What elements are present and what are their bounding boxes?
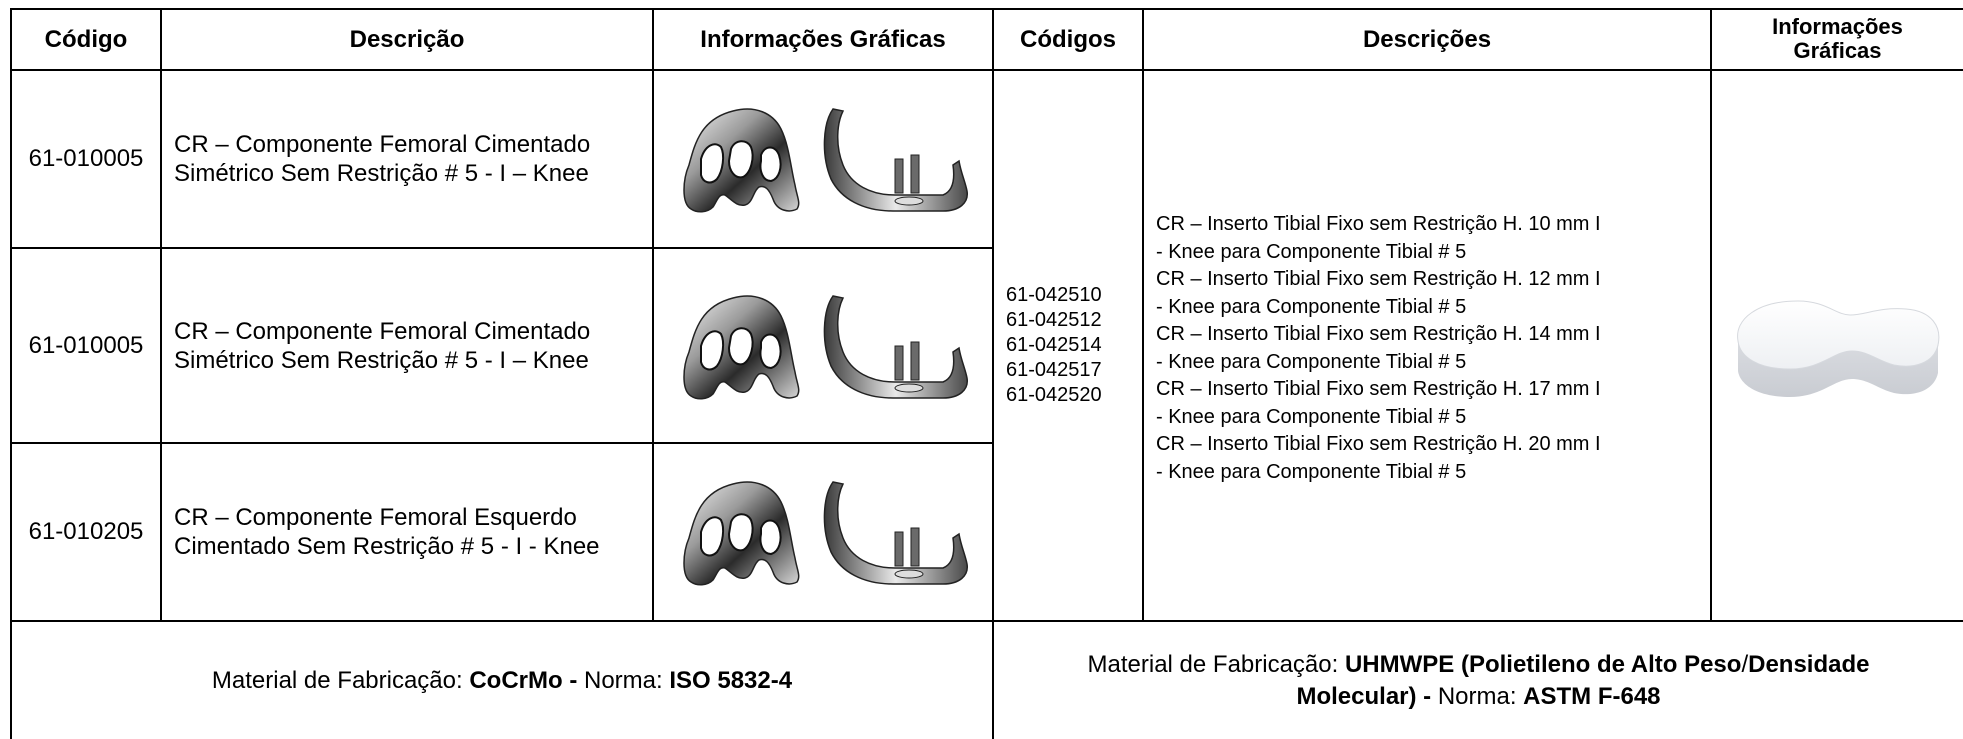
- row3-code-text: 61-010205: [28, 518, 144, 545]
- material-right-material-1: UHMWPE (Polietileno de Alto Peso: [1344, 650, 1742, 678]
- header-bottom-line: [10, 69, 1963, 71]
- front-view: [683, 294, 800, 399]
- row2-bottom-line: [10, 442, 993, 444]
- header-codigo-text: Código: [44, 25, 128, 53]
- material-right-prefix: Material de Fabricação:: [1087, 650, 1345, 678]
- col-line-5: [1710, 8, 1712, 621]
- insert-desc-line: - Knee para Componente Tibial # 5: [1156, 240, 1467, 263]
- material-left-norm-label: Norma:: [577, 666, 670, 694]
- femoral-component-image: [683, 108, 968, 213]
- col-line-1: [160, 8, 162, 621]
- row1-code: 61-010005: [12, 71, 160, 247]
- insert-code: 61-042520: [1006, 384, 1102, 406]
- col-line-2: [652, 8, 654, 621]
- material-left: Material de Fabricação: CoCrMo - Norma: …: [12, 622, 992, 739]
- insert-desc-line: - Knee para Componente Tibial # 5: [1156, 295, 1467, 318]
- row2-desc-line1: CR – Componente Femoral Cimentado: [174, 317, 591, 345]
- insert-desc-line: CR – Inserto Tibial Fixo sem Restrição H…: [1156, 433, 1601, 455]
- row2-code: 61-010005: [12, 249, 160, 442]
- col-line-3: [992, 8, 994, 739]
- insert-desc-line: - Knee para Componente Tibial # 5: [1156, 350, 1467, 373]
- front-view: [683, 481, 800, 586]
- femoral-component-image: [683, 481, 968, 586]
- row1-code-text: 61-010005: [28, 145, 144, 172]
- row1-image: [654, 71, 992, 247]
- border-left: [10, 8, 12, 739]
- header-info-graficas-right-text: Informações Gráficas: [1772, 13, 1903, 63]
- header-info-graficas-right: Informações Gráficas: [1712, 8, 1963, 69]
- material-left-text: Material de Fabricação: CoCrMo - Norma: …: [212, 665, 792, 697]
- header-descricao: Descrição: [162, 10, 652, 69]
- insert-desc-line: - Knee para Componente Tibial # 5: [1156, 405, 1467, 428]
- insert-desc-line: CR – Inserto Tibial Fixo sem Restrição H…: [1156, 213, 1601, 235]
- row3-image: [654, 444, 992, 620]
- header-codigo: Código: [12, 10, 160, 69]
- header-descricoes-text: Descrições: [1362, 25, 1492, 53]
- insert-code: 61-042517: [1006, 359, 1102, 381]
- body-bottom-line: [10, 620, 1963, 622]
- material-right-slash: /: [1741, 650, 1749, 678]
- row1-desc-line2: Simétrico Sem Restrição # 5 - I – Knee: [174, 160, 589, 187]
- front-view: [683, 108, 800, 213]
- insert-codes: 61-042510 61-042512 61-042514 61-042517 …: [994, 71, 1142, 620]
- insert-code: 61-042514: [1006, 334, 1102, 356]
- row2-desc-line2: Simétrico Sem Restrição # 5 - I – Knee: [174, 346, 589, 374]
- material-left-material: CoCrMo -: [469, 666, 578, 694]
- row1-desc-line1: CR – Componente Femoral Cimentado: [174, 131, 591, 158]
- material-left-prefix: Material de Fabricação:: [211, 666, 470, 694]
- side-view: [823, 108, 968, 212]
- row1-bottom-line: [10, 247, 993, 249]
- col-line-4: [1142, 8, 1144, 621]
- insert-code: 61-042510: [1006, 284, 1102, 306]
- header-codigos: Códigos: [994, 10, 1142, 69]
- header-descricoes: Descrições: [1144, 10, 1710, 69]
- material-right-material-2: Molecular) -: [1296, 682, 1432, 710]
- header-info-graficas-text: Informações Gráficas: [700, 25, 946, 53]
- insert-desc-line: - Knee para Componente Tibial # 5: [1156, 460, 1467, 483]
- border-top: [10, 8, 1963, 10]
- material-right-material-1b: Densidade: [1748, 650, 1870, 678]
- material-right: Material de Fabricação: UHMWPE (Polietil…: [994, 622, 1963, 739]
- insert-desc-line: CR – Inserto Tibial Fixo sem Restrição H…: [1156, 378, 1601, 400]
- material-right-norm-label: Norma:: [1431, 682, 1524, 710]
- insert-desc-line: CR – Inserto Tibial Fixo sem Restrição H…: [1156, 323, 1601, 345]
- tibial-insert-image: [1736, 299, 1939, 397]
- row2-code-text: 61-010005: [28, 331, 144, 359]
- row3-desc-line1: CR – Componente Femoral Esquerdo: [174, 504, 577, 531]
- header-codigos-text: Códigos: [1020, 25, 1116, 53]
- femoral-component-image: [683, 294, 968, 399]
- side-view: [823, 294, 968, 399]
- header-descricao-text: Descrição: [349, 25, 465, 53]
- insert-descriptions: CR – Inserto Tibial Fixo sem Restrição H…: [1144, 71, 1710, 620]
- row3-desc-line2: Cimentado Sem Restrição # 5 - I - Knee: [174, 533, 600, 560]
- material-right-text: Material de Fabricação: UHMWPE (Polietil…: [1088, 649, 1870, 713]
- material-left-norm: ISO 5832-4: [669, 666, 793, 694]
- row2-image: [654, 249, 992, 442]
- insert-desc-line: CR – Inserto Tibial Fixo sem Restrição H…: [1156, 268, 1601, 290]
- material-right-norm: ASTM F-648: [1523, 682, 1661, 710]
- insert-code: 61-042512: [1006, 309, 1102, 331]
- insert-image-cell: [1712, 71, 1963, 620]
- row3-code: 61-010205: [12, 444, 160, 620]
- side-view: [823, 481, 968, 585]
- header-info-graficas: Informações Gráficas: [654, 10, 992, 69]
